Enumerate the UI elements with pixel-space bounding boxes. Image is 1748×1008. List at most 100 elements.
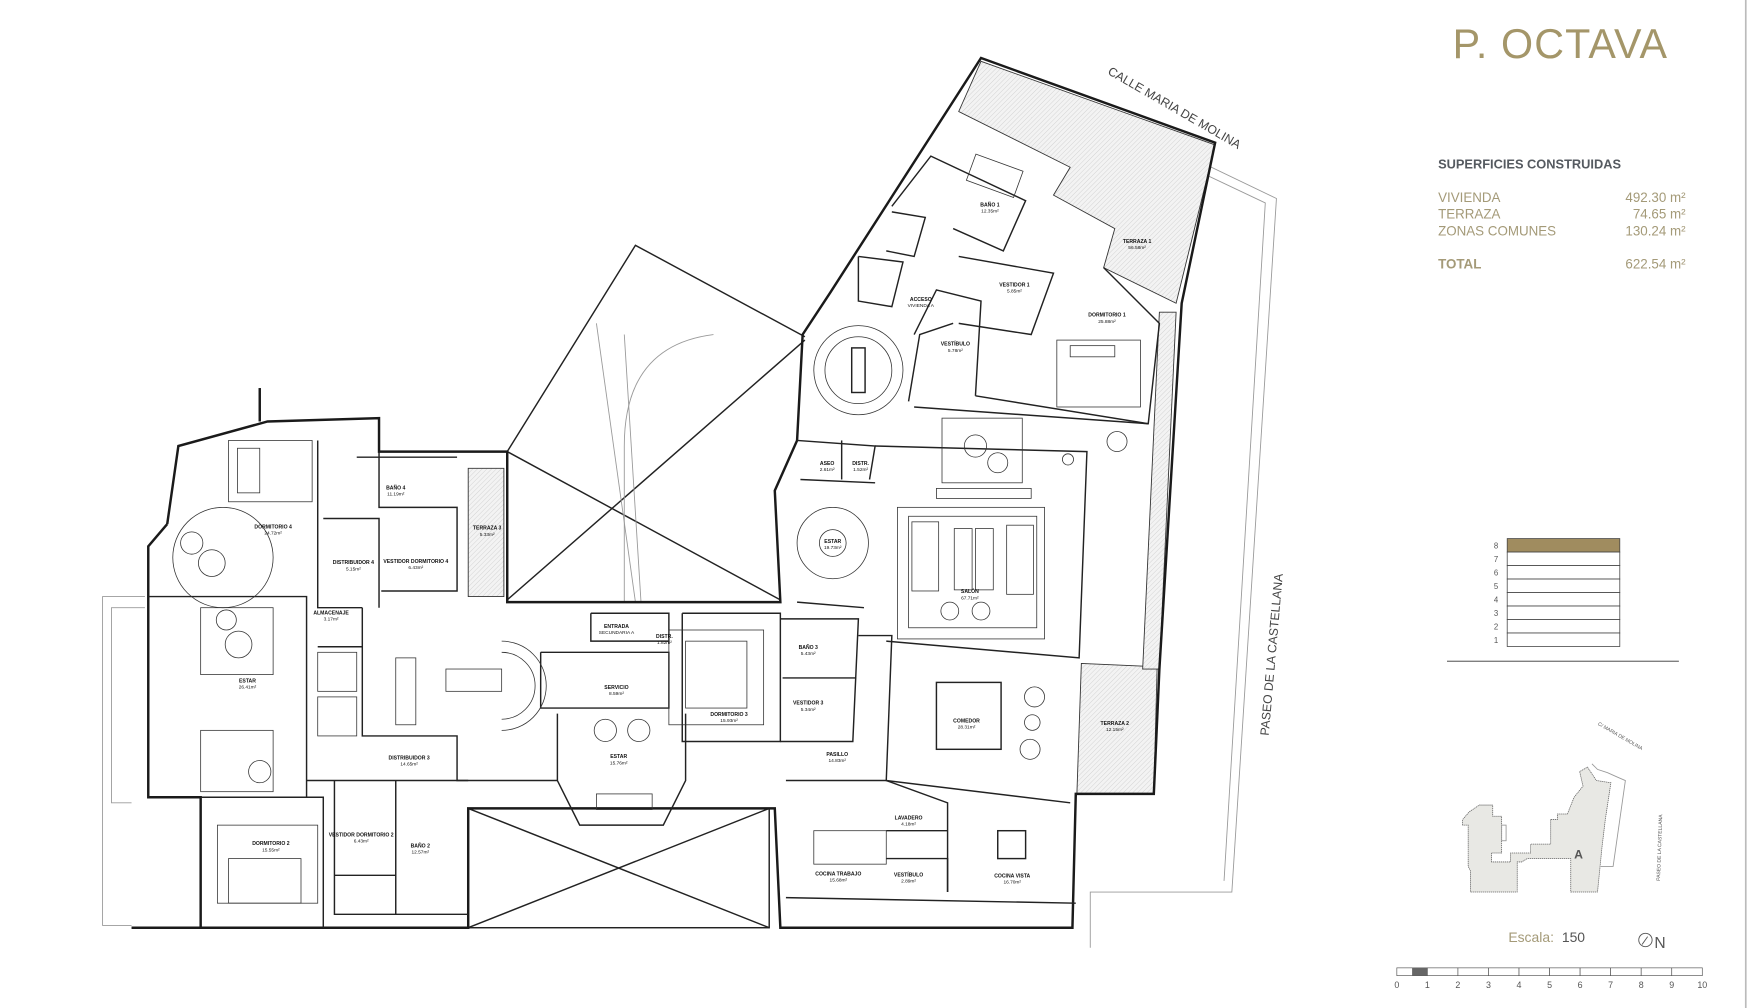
room-label: TERRAZA 156.58m²: [1123, 239, 1152, 251]
room-label: DISTR.1.82m²: [656, 634, 673, 646]
room-name: VESTIDOR 1: [999, 283, 1030, 289]
floor-level-2: [1506, 619, 1621, 634]
courtyard: [467, 244, 806, 929]
room-area: 5.15m²: [346, 566, 361, 572]
scale-bar-highlight: [1412, 967, 1428, 976]
room-name: VESTÍBULO: [941, 340, 970, 348]
room-area: 16.70m²: [1003, 880, 1021, 886]
exterior-walls: [131, 56, 1217, 929]
scale-bar-segment: [1457, 967, 1489, 976]
room-label: VESTIDOR 15.85m²: [999, 283, 1030, 295]
room-label: DORMITORIO 424.72m²: [254, 525, 292, 537]
floor-level-3: [1506, 605, 1621, 620]
room-label: BAÑO 411.19m²: [386, 485, 405, 498]
room-name: BAÑO 1: [980, 201, 999, 208]
room-name: DORMITORIO 1: [1088, 313, 1126, 319]
room-name: SALÓN: [961, 587, 979, 595]
built-area-summary: SUPERFICIES CONSTRUIDAS VIVIENDA 492.30 …: [1438, 156, 1686, 271]
north-label: N: [1654, 935, 1665, 952]
scale-tick-label: 5: [1547, 980, 1552, 990]
scale-value: 150: [1562, 929, 1585, 945]
room-name: VESTIDOR DORMITORIO 2: [329, 832, 394, 838]
scale-bar-segment: [1610, 967, 1642, 976]
scale-tick-label: 4: [1517, 980, 1522, 990]
room-area: 14.65m²: [400, 761, 418, 767]
room-area: 2.89m²: [901, 879, 916, 885]
scale-tick-label: 8: [1639, 980, 1644, 990]
north-compass-icon: [1638, 932, 1653, 948]
room-name: ESTAR: [239, 678, 256, 684]
room-label: TERRAZA 35.33m²: [473, 526, 502, 538]
floor-level-number: 2: [1494, 623, 1498, 632]
room-name: BAÑO 2: [411, 842, 430, 849]
floor-level-5: [1506, 578, 1621, 593]
scale-bar-segment: [1671, 967, 1703, 976]
exterior-walls-left: [147, 523, 202, 928]
left-balcony-inner: [111, 607, 145, 804]
key-plan-street-top: C/ MARIA DE MOLINA: [1597, 721, 1645, 752]
street-label-castellana: PASEO DE LA CASTELLANA: [1258, 572, 1286, 736]
room-area: 3.17m²: [324, 617, 339, 623]
room-area: 5.43m²: [801, 651, 816, 657]
scale-bar-segment: [1488, 967, 1520, 976]
room-name: VESTÍBULO: [894, 870, 923, 878]
floor-level-number: 5: [1494, 582, 1499, 591]
room-name: ESTAR: [824, 539, 841, 545]
scale-tick-label: 9: [1669, 980, 1674, 990]
room-area: 5.34m²: [801, 707, 816, 713]
room-area: 56.58m²: [1128, 245, 1146, 251]
scale-tick-label: 10: [1697, 980, 1707, 990]
room-area: 15.93m²: [720, 718, 738, 724]
room-name: LAVADERO: [895, 816, 923, 822]
interior-walls: [148, 155, 1161, 928]
room-area: 11.19m²: [387, 492, 405, 498]
room-name: ACCESO: [910, 297, 932, 303]
room-name: COCINA TRABAJO: [815, 871, 861, 877]
room-area: 28.31m²: [958, 725, 976, 731]
summary-value-total: 622.54 m²: [1625, 257, 1686, 272]
room-label: TERRAZA 212.15m²: [1101, 721, 1130, 733]
summary-value-vivienda: 492.30 m²: [1625, 190, 1686, 205]
room-name: ENTRADA: [604, 624, 629, 630]
room-area: SECUNDARIA A: [599, 630, 635, 636]
room-name: COCINA VISTA: [994, 874, 1030, 880]
summary-label-vivienda: VIVIENDA: [1438, 190, 1500, 205]
room-name: BAÑO 3: [799, 644, 818, 651]
room-area: 24.72m²: [264, 531, 282, 537]
room-label: DISTRIBUIDOR 45.15m²: [333, 560, 374, 572]
room-area: 5.78m²: [948, 348, 963, 354]
room-label: DORMITORIO 315.93m²: [710, 712, 748, 724]
floor-level-4: [1506, 592, 1621, 607]
room-area: VIVIENDA A: [908, 303, 935, 309]
floor-title: P. OCTAVA: [1453, 21, 1669, 67]
room-name: VESTIDOR 3: [793, 701, 824, 707]
furniture: [172, 153, 1141, 904]
summary-heading: SUPERFICIES CONSTRUIDAS: [1438, 156, 1621, 171]
room-area: 19.73m²: [824, 545, 842, 551]
room-name: DORMITORIO 4: [254, 525, 292, 531]
room-area: 1.82m²: [657, 640, 672, 646]
room-label: VESTIDOR DORMITORIO 46.43m²: [383, 559, 448, 571]
floor-level-number: 3: [1494, 609, 1498, 618]
room-name: ASEO: [820, 461, 835, 467]
room-name: DISTRIBUIDOR 4: [333, 560, 374, 566]
terrace-1: [958, 60, 1216, 304]
street-boundary: [1089, 116, 1277, 948]
room-name: ALMACENAJE: [313, 610, 349, 616]
floor-level-number: 4: [1494, 596, 1499, 605]
room-name: BAÑO 4: [386, 485, 405, 492]
room-label: DISTRIBUIDOR 314.65m²: [389, 755, 430, 767]
floor-level-number: 1: [1494, 636, 1498, 645]
room-area: 67.71m²: [961, 595, 979, 601]
room-name: PASILLO: [826, 752, 848, 758]
room-area: 12.35m²: [981, 208, 999, 214]
